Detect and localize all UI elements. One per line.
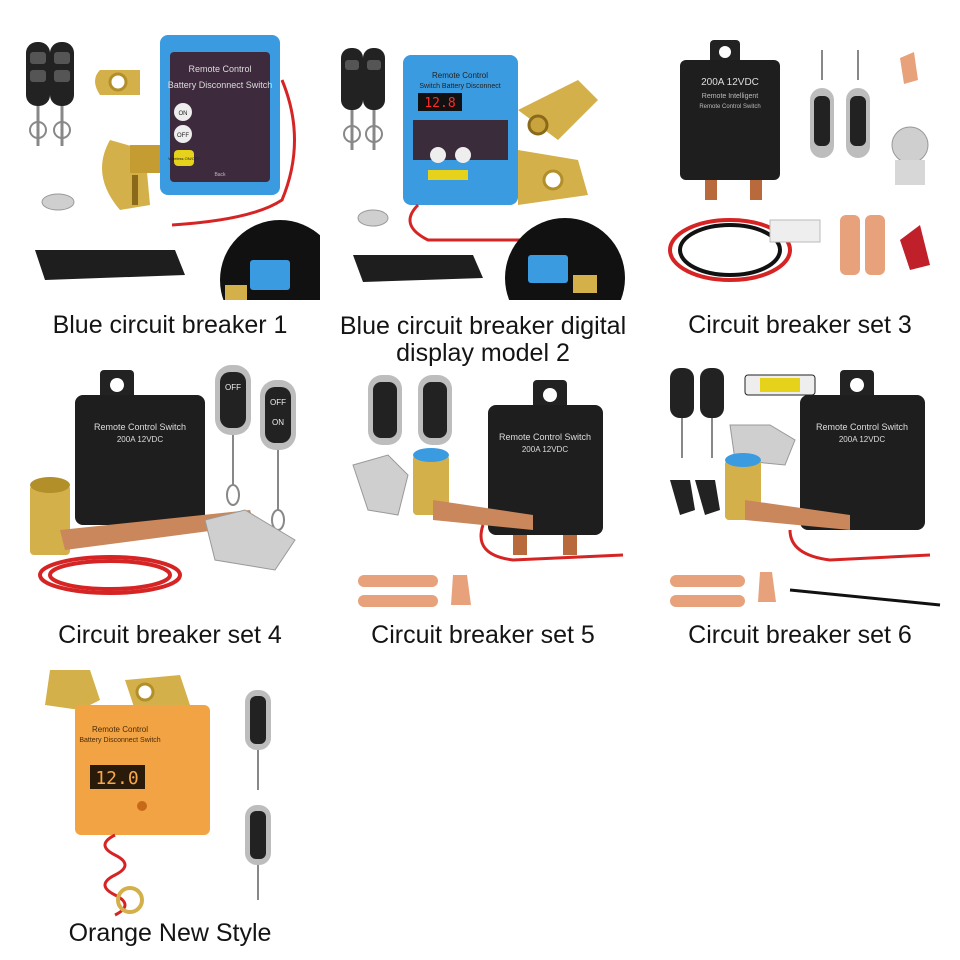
svg-text:ON: ON [179, 111, 188, 117]
svg-text:Remote Control: Remote Control [188, 64, 251, 74]
remote-key-fob-pair [245, 690, 271, 900]
product-image-5: Remote Control Switch 200A 12VDC [352, 375, 624, 607]
product-card-4[interactable]: Remote Control Switch 200A 12VDC OFF OFF… [20, 350, 320, 650]
svg-text:Remote Control Switch: Remote Control Switch [816, 422, 908, 432]
svg-text:Back: Back [214, 172, 226, 178]
product-caption: Circuit breaker set 4 [58, 621, 282, 649]
brass-terminal-clamps [95, 70, 160, 210]
blue-control-box: Remote Control Switch Battery Disconnect… [403, 55, 518, 205]
svg-text:OFF: OFF [270, 398, 286, 407]
copper-bus-bars [840, 215, 930, 275]
remote-on-off-pair: OFF OFF ON [215, 365, 296, 531]
svg-text:Remote Control Switch: Remote Control Switch [94, 422, 186, 432]
svg-text:Battery Disconnect Switch: Battery Disconnect Switch [168, 80, 273, 90]
svg-text:Remote Control: Remote Control [432, 71, 488, 80]
black-mounting-pad [353, 255, 483, 282]
ring-terminals-and-clamp [891, 52, 929, 185]
product-caption: Blue circuit breaker digital display mod… [339, 312, 627, 367]
svg-text:Wireless ON/OFF: Wireless ON/OFF [168, 156, 200, 161]
washer [357, 209, 389, 227]
washer [41, 193, 75, 211]
svg-text:200A 12VDC: 200A 12VDC [701, 77, 759, 88]
red-coiled-wire [103, 833, 144, 917]
svg-text:Remote Control Switch: Remote Control Switch [699, 104, 760, 110]
svg-text:200A 12VDC: 200A 12VDC [117, 435, 163, 444]
product-caption: Circuit breaker set 6 [688, 621, 912, 649]
product-card-7[interactable]: Remote Control Battery Disconnect Switch… [20, 660, 320, 960]
brass-terminal-clamps [518, 80, 598, 205]
red-wire [171, 79, 296, 227]
svg-text:ON: ON [272, 418, 284, 427]
brass-post-and-bus-bar [725, 453, 850, 530]
product-caption: Orange New Style [68, 919, 272, 947]
product-caption: Circuit breaker set 5 [371, 621, 595, 649]
svg-text:Battery Disconnect Switch: Battery Disconnect Switch [79, 737, 160, 744]
svg-text:Remote Intelligent: Remote Intelligent [702, 93, 758, 100]
red-wire [408, 203, 540, 242]
product-card-6[interactable]: Remote Control Switch 200A 12VDC Circuit… [650, 350, 950, 650]
silver-terminal-clamp [204, 509, 296, 571]
product-image-6: Remote Control Switch 200A 12VDC [670, 368, 941, 607]
product-image-3: 200A 12VDC Remote Intelligent Remote Con… [668, 40, 930, 282]
black-relay-switch: Remote Control Switch 200A 12VDC [800, 370, 925, 530]
product-card-2[interactable]: Remote Control Switch Battery Disconnect… [333, 30, 633, 370]
remote-key-fob-pair [341, 48, 385, 150]
orange-control-box: Remote Control Battery Disconnect Switch… [75, 705, 210, 835]
silver-terminal-clamp [352, 454, 409, 516]
fuse-holder [744, 374, 816, 396]
remote-key-fob-pair [670, 368, 724, 458]
svg-text:Switch Battery Disconnect: Switch Battery Disconnect [419, 83, 500, 90]
copper-bus-bars [670, 572, 941, 607]
svg-text:200A 12VDC: 200A 12VDC [839, 435, 885, 444]
red-black-wire-harness [668, 218, 821, 282]
product-image-4: Remote Control Switch 200A 12VDC OFF OFF… [30, 365, 296, 595]
product-caption: Circuit breaker set 3 [688, 311, 912, 339]
black-relay-switch: Remote Control Switch 200A 12VDC [75, 370, 205, 525]
installation-photo-inset [220, 220, 320, 300]
silver-remote-fob-pair [810, 50, 870, 158]
brass-post-and-bus-bar [413, 448, 533, 530]
blue-control-box: Remote Control Battery Disconnect Switch… [160, 35, 280, 195]
digital-voltage-display: 12.8 [424, 96, 455, 111]
product-image-1: Remote Control Battery Disconnect Switch… [26, 35, 320, 300]
svg-text:OFF: OFF [177, 133, 189, 139]
installation-photo-inset [505, 218, 625, 300]
remote-key-fob-pair [26, 42, 74, 146]
black-terminal-caps [670, 480, 720, 515]
svg-text:Remote Control: Remote Control [92, 725, 148, 734]
svg-text:Remote Control Switch: Remote Control Switch [499, 432, 591, 442]
black-relay-switch: Remote Control Switch 200A 12VDC [488, 380, 603, 555]
product-card-5[interactable]: Remote Control Switch 200A 12VDC Circuit… [333, 350, 633, 650]
product-image-2: Remote Control Switch Battery Disconnect… [341, 48, 625, 300]
red-wire-coil [38, 555, 182, 595]
red-wire [788, 529, 931, 562]
black-mounting-pad [35, 250, 185, 280]
product-image-7: Remote Control Battery Disconnect Switch… [45, 670, 271, 917]
digital-voltage-display: 12.0 [95, 768, 138, 789]
red-wire [479, 524, 624, 562]
product-card-3[interactable]: 200A 12VDC Remote Intelligent Remote Con… [650, 30, 950, 350]
copper-bus-bars [358, 575, 471, 607]
svg-text:200A 12VDC: 200A 12VDC [522, 445, 568, 454]
product-caption: Blue circuit breaker 1 [52, 311, 288, 339]
svg-text:OFF: OFF [225, 383, 241, 392]
product-card-1[interactable]: Remote Control Battery Disconnect Switch… [20, 30, 320, 350]
silver-remote-fob-pair [368, 375, 452, 445]
black-relay-switch: 200A 12VDC Remote Intelligent Remote Con… [680, 40, 780, 200]
